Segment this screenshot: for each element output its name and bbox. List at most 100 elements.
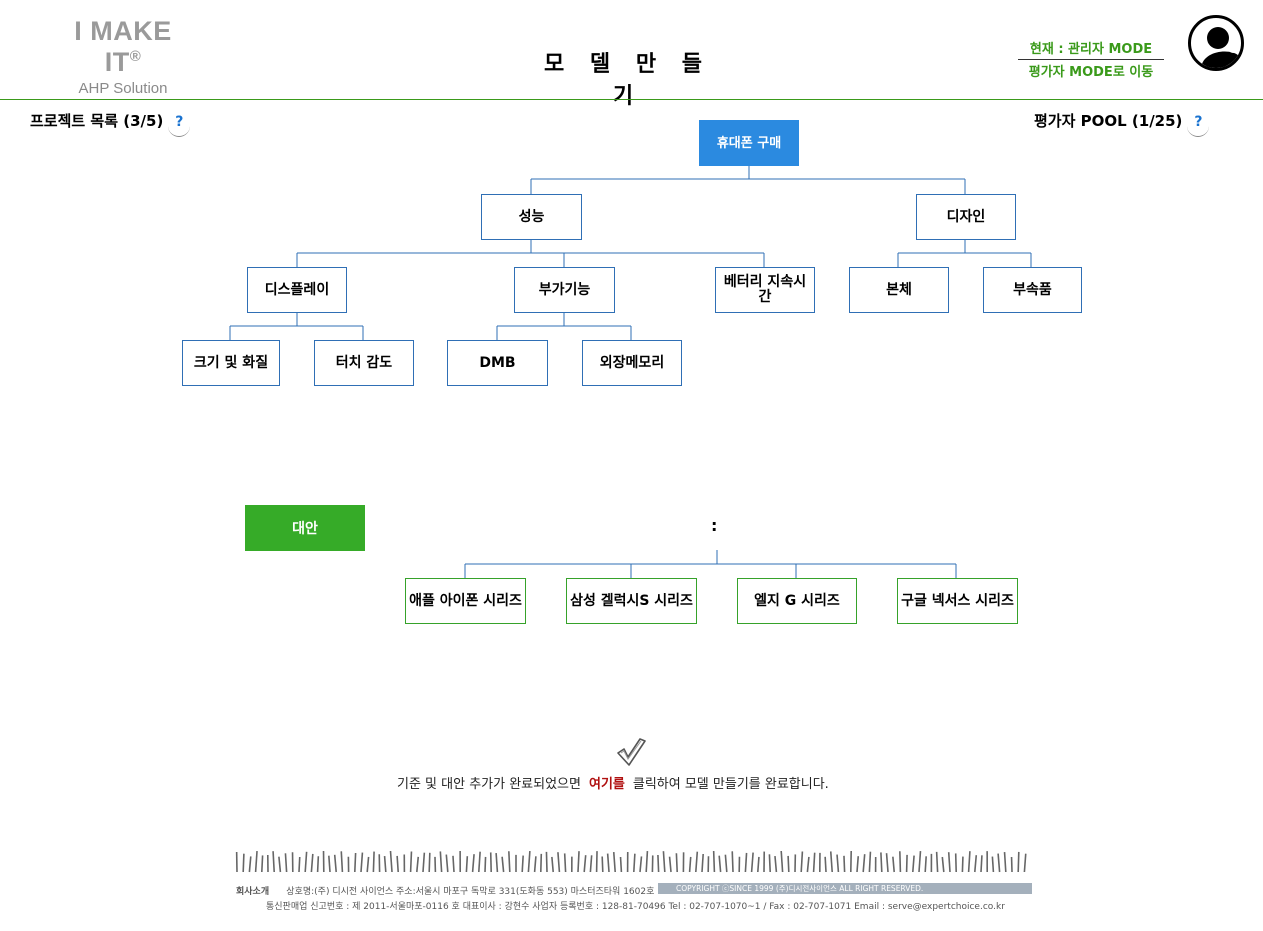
logo: I MAKE IT® AHP Solution	[58, 16, 188, 97]
footer-decoration-stroke	[478, 851, 481, 873]
footer-decoration-stroke	[242, 853, 245, 873]
subcriterion-node[interactable]: 디스플레이	[247, 267, 347, 313]
footer-decoration-stroke	[465, 856, 469, 873]
alternative-node[interactable]: 엘지 G 시리즈	[737, 578, 857, 624]
footer-decoration-stroke	[589, 855, 593, 873]
footer-decoration-stroke	[372, 851, 375, 873]
footer-decoration-stroke	[899, 851, 902, 873]
subcriterion-node[interactable]: 본체	[849, 267, 949, 313]
footer-decoration-stroke	[695, 851, 699, 873]
footer-decoration-stroke	[991, 856, 995, 873]
footer-decoration-stroke	[812, 852, 816, 873]
footer-decoration-stroke	[495, 853, 499, 873]
footer-company-link[interactable]: 회사소개	[236, 887, 270, 897]
footer-decoration-stroke	[724, 854, 728, 873]
goal-node[interactable]: 휴대폰 구매	[699, 120, 799, 166]
current-mode-label: 현재 : 관리자 MODE	[1018, 38, 1164, 60]
alternative-node[interactable]: 애플 아이폰 시리즈	[405, 578, 526, 624]
footer-decoration-stroke	[892, 856, 895, 873]
evaluator-pool-title: 평가자 POOL (1/25)?	[1034, 110, 1210, 137]
footer-decoration-stroke	[780, 850, 784, 873]
evaluator-pool-help-button[interactable]: ?	[1187, 114, 1210, 137]
subcriterion-node[interactable]: 외장메모리	[582, 340, 682, 386]
footer-decoration-stroke	[1023, 853, 1027, 873]
footer-decoration-stroke	[354, 852, 357, 873]
footer-decoration-stroke	[824, 856, 827, 873]
project-list-title: 프로젝트 목록 (3/5)?	[30, 110, 191, 137]
footer-decoration-stroke	[471, 854, 475, 873]
footer-decoration-stroke	[545, 851, 548, 873]
subcriterion-node[interactable]: 터치 감도	[314, 340, 414, 386]
alternative-node[interactable]: 삼성 겔럭시S 시리즈	[566, 578, 697, 624]
footer-decoration-stroke	[731, 851, 734, 873]
project-list-label: 프로젝트 목록 (3/5)	[30, 112, 164, 130]
subcriterion-node[interactable]: 부속품	[983, 267, 1082, 313]
footer-decoration-stroke	[997, 853, 1001, 873]
footer-decoration-stroke	[261, 855, 264, 873]
brand-name: I MAKE IT®	[74, 16, 172, 77]
footer-decoration-stroke	[272, 851, 275, 873]
subcriterion-node[interactable]: DMB	[447, 340, 548, 386]
footer-decoration-stroke	[422, 852, 426, 873]
footer-decoration-stroke	[619, 856, 623, 873]
footer-decoration-stroke	[836, 854, 840, 873]
criterion-node[interactable]: 성능	[481, 194, 582, 240]
project-list-help-button[interactable]: ?	[168, 114, 191, 137]
footer-decoration-stroke	[601, 856, 604, 873]
footer-decoration-stroke	[774, 855, 778, 873]
footer-decoration-stroke	[521, 855, 524, 873]
footer-decoration-stroke	[1017, 851, 1020, 873]
footer-decoration-stroke	[445, 854, 449, 873]
subcriterion-node[interactable]: 베터리 지속시간	[715, 267, 815, 313]
footer-decoration-stroke	[340, 851, 344, 873]
footer-decoration-stroke	[304, 851, 308, 873]
footer-decoration-stroke	[360, 852, 364, 873]
footer-decoration-stroke	[967, 851, 971, 873]
footer-decoration-stroke	[757, 856, 760, 873]
footer-decoration-stroke	[533, 856, 537, 873]
footer-decoration-stroke	[954, 853, 957, 873]
footer-decoration-stroke	[657, 854, 660, 873]
switch-mode-link[interactable]: 평가자 MODE로 이동	[1028, 65, 1154, 80]
footer-decoration-stroke	[278, 856, 282, 873]
footer-decoration-stroke	[612, 852, 616, 873]
footer-decoration-stroke	[310, 853, 314, 873]
footer-decoration-stroke	[843, 855, 846, 873]
footer-decoration-stroke	[688, 856, 692, 873]
footer-decoration-stroke	[396, 855, 399, 873]
footer-decoration	[235, 850, 1027, 873]
checkmark-icon[interactable]	[616, 737, 646, 771]
footer-decoration-stroke	[862, 854, 866, 873]
footer-decoration-stroke	[333, 854, 337, 873]
subcriterion-node[interactable]: 부가기능	[514, 267, 615, 313]
footer-decoration-stroke	[284, 853, 288, 873]
alternatives-label: 대안	[245, 505, 365, 551]
footer-decoration-stroke	[366, 856, 370, 873]
footer-decoration-stroke	[484, 856, 487, 873]
avatar[interactable]	[1188, 15, 1244, 71]
alternative-node[interactable]: 구글 넥서스 시리즈	[897, 578, 1018, 624]
footer-decoration-stroke	[744, 852, 748, 873]
footer-decoration-stroke	[856, 856, 860, 873]
footer-decoration-stroke	[675, 853, 678, 873]
alternatives-separator: :	[711, 516, 718, 535]
footer-decoration-stroke	[885, 853, 889, 873]
footer-decoration-stroke	[639, 856, 643, 873]
footer-decoration-stroke	[806, 856, 810, 873]
footer-decoration-stroke	[935, 851, 939, 873]
mode-panel: 현재 : 관리자 MODE 평가자 MODE로 이동	[1018, 38, 1164, 80]
criterion-node[interactable]: 디자인	[916, 194, 1016, 240]
complete-text-before: 기준 및 대안 추가가 완료되었으면	[397, 777, 581, 792]
footer-decoration-stroke	[800, 851, 804, 873]
footer-decoration-stroke	[416, 856, 420, 873]
complete-link[interactable]: 여기를	[588, 777, 625, 792]
footer-decoration-stroke	[645, 851, 649, 873]
subcriterion-node[interactable]: 크기 및 화질	[182, 340, 280, 386]
footer-decoration-stroke	[248, 856, 252, 873]
footer-decoration-stroke	[961, 856, 964, 873]
footer-decoration-stroke	[551, 856, 554, 873]
footer-decoration-stroke	[428, 852, 431, 873]
footer-decoration-stroke	[583, 855, 587, 873]
